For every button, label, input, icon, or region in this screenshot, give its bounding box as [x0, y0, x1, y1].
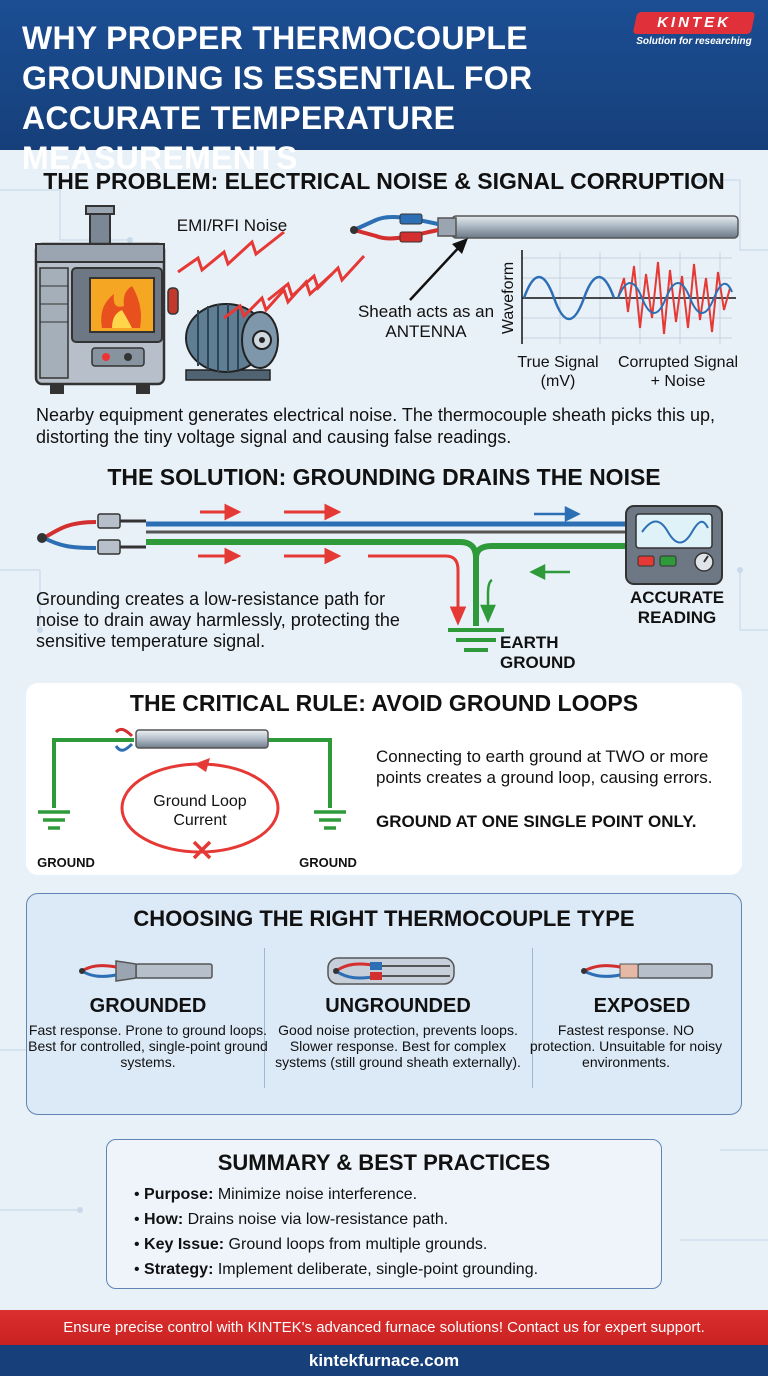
corrupted-signal-label: Corrupted Signal + Noise — [617, 354, 739, 390]
type-desc-exposed: Fastest response. NO protection. Unsuita… — [529, 1022, 723, 1070]
ungrounded-probe-icon — [327, 957, 455, 985]
true-signal-label: True Signal (mV) — [517, 354, 599, 390]
page-title: WHY PROPER THERMOCOUPLE GROUNDING IS ESS… — [22, 20, 533, 176]
logo-text: KINTEK — [657, 14, 731, 31]
grounding-diagram — [37, 503, 723, 652]
thermocouple-types-panel — [26, 893, 742, 1115]
ground-loop-diagram — [38, 727, 346, 860]
waveform-axis-label: Waveform — [500, 261, 517, 335]
column-divider — [532, 948, 533, 1088]
exposed-probe-icon — [581, 963, 713, 979]
furnace-icon — [34, 205, 179, 394]
ground-right-label: GROUND — [299, 855, 357, 870]
type-desc-ungrounded: Good noise protection, prevents loops. S… — [275, 1022, 521, 1070]
type-name-ungrounded: UNGROUNDED — [325, 995, 471, 1017]
footer-url-link[interactable]: kintekfurnace.com — [0, 1345, 768, 1376]
grounded-probe-icon — [79, 960, 213, 982]
solution-description: Grounding creates a low-resistance path … — [36, 589, 400, 651]
rule-statement: GROUND AT ONE SINGLE POINT ONLY. — [376, 812, 697, 831]
antenna-pointer-arrow — [409, 238, 468, 301]
type-name-grounded: GROUNDED — [89, 995, 207, 1017]
thermocouple-antenna — [350, 213, 739, 243]
summary-item: • Key Issue: Ground loops from multiple … — [134, 1236, 488, 1253]
emi-noise-label: EMI/RFI Noise — [176, 216, 288, 235]
ground-loop-label: Ground Loop Current — [153, 793, 247, 829]
summary-item: • Purpose: Minimize noise interference. — [134, 1186, 418, 1203]
earth-ground-label: EARTH GROUND — [500, 633, 576, 672]
summary-item: • Strategy: Implement deliberate, single… — [134, 1261, 539, 1278]
rule-description: Connecting to earth ground at TWO or mor… — [376, 747, 713, 787]
footer-cta[interactable]: Ensure precise control with KINTEK's adv… — [0, 1310, 768, 1345]
summary-item: • How: Drains noise via low-resistance p… — [134, 1211, 449, 1228]
motor-icon — [185, 303, 279, 381]
summary-panel — [106, 1139, 662, 1289]
summary-title: SUMMARY & BEST PRACTICES — [217, 1150, 551, 1175]
header-banner: WHY PROPER THERMOCOUPLE GROUNDING IS ESS… — [0, 0, 768, 176]
logo-tagline: Solution for researching — [636, 36, 752, 47]
kintek-logo[interactable]: KINTEK Solution for researching — [631, 12, 757, 52]
antenna-label: Sheath acts as an ANTENNA — [357, 302, 495, 341]
accurate-reading-label: ACCURATE READING — [629, 588, 725, 627]
type-desc-grounded: Fast response. Prone to ground loops. Be… — [28, 1022, 268, 1070]
emi-noise-zigzags — [177, 230, 366, 320]
solution-title: THE SOLUTION: GROUNDING DRAINS THE NOISE — [107, 464, 661, 490]
problem-title: THE PROBLEM: ELECTRICAL NOISE & SIGNAL C… — [43, 168, 725, 194]
type-name-exposed: EXPOSED — [593, 995, 691, 1017]
waveform-graph — [521, 250, 736, 344]
column-divider — [264, 948, 265, 1088]
ground-loop-panel — [26, 683, 742, 875]
ground-left-label: GROUND — [37, 855, 95, 870]
types-title: CHOOSING THE RIGHT THERMOCOUPLE TYPE — [133, 906, 635, 931]
rule-title: THE CRITICAL RULE: AVOID GROUND LOOPS — [129, 690, 639, 716]
summary-list: • Purpose: Minimize noise interference. … — [134, 1182, 654, 1282]
problem-description: Nearby equipment generates electrical no… — [36, 405, 716, 447]
